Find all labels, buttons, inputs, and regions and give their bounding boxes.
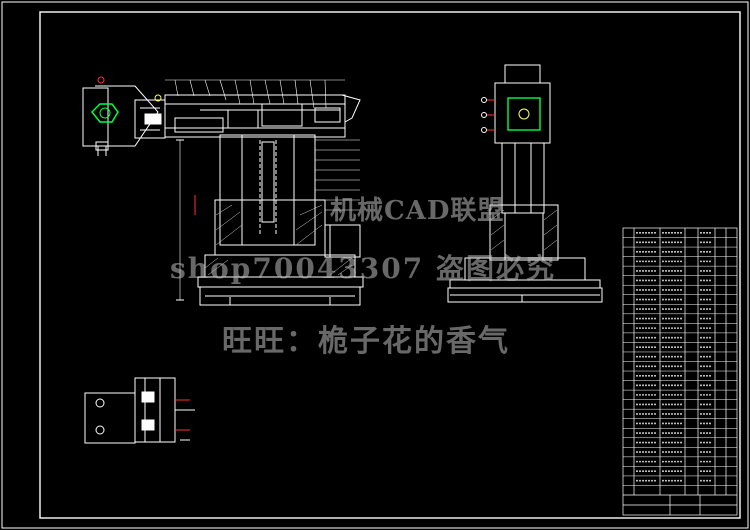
title-block	[623, 494, 737, 515]
top-leader-lines	[165, 79, 345, 109]
front-hatch	[215, 204, 323, 246]
watermark-line-2: shop70043307 盗图必究	[170, 252, 556, 285]
front-view	[82, 76, 364, 306]
parts-list-rows	[623, 231, 737, 486]
gripper-hex	[90, 103, 119, 123]
side-view-green-block	[507, 97, 541, 131]
inner-frame	[39, 11, 741, 519]
watermark-line-3: 旺旺：桅子花的香气	[222, 324, 510, 359]
side-view	[447, 64, 603, 303]
detail-view	[84, 377, 195, 444]
watermark-line-1: 机械CAD联盟	[330, 196, 505, 226]
